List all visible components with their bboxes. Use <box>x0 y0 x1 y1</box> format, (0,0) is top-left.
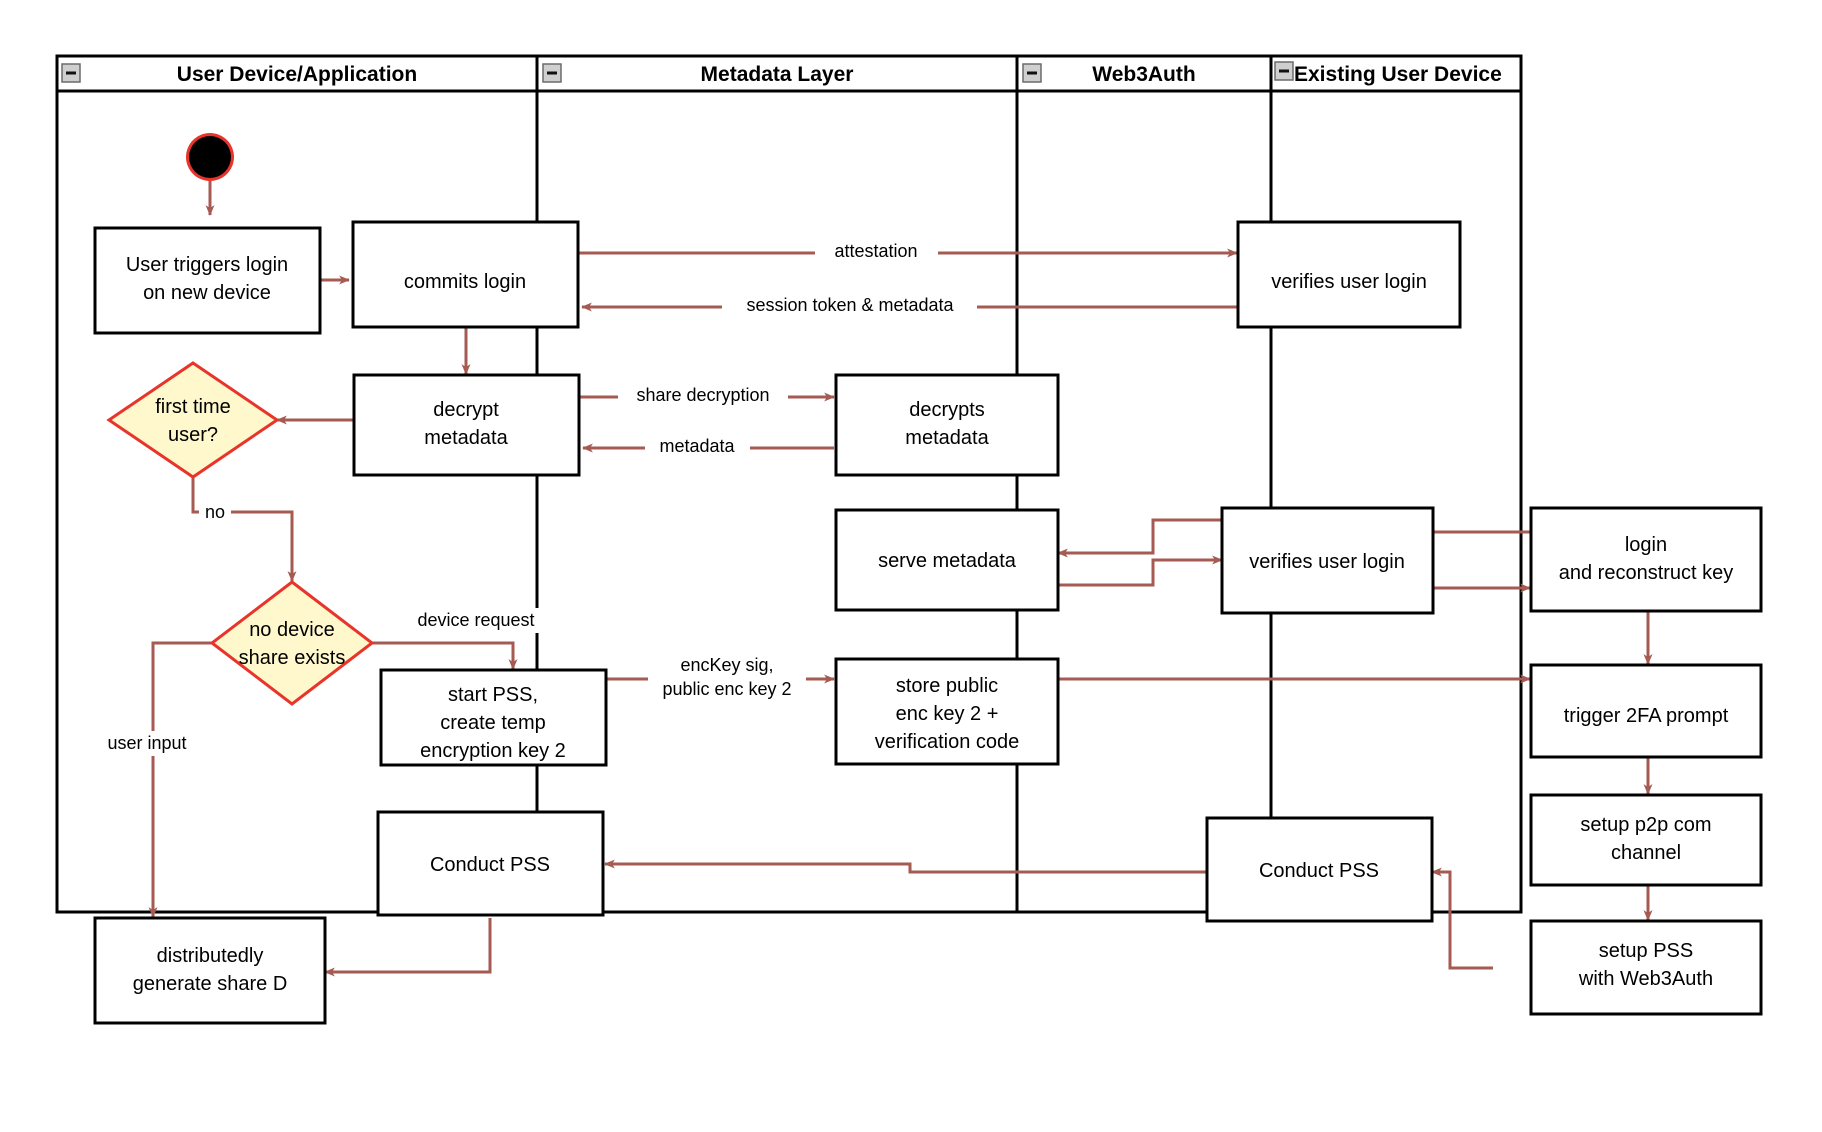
node-decrypt-metadata-line1: decrypt <box>433 399 499 421</box>
node-setup-pss-with-web3auth-line2: with Web3Auth <box>1578 968 1713 990</box>
node-decrypt-metadata[interactable]: decrypt metadata <box>352 373 581 477</box>
lane-title-existing-device: Existing User Device <box>1294 63 1502 86</box>
minus-collapse-icon[interactable] <box>1274 61 1294 81</box>
edge-first-time-no-to-no-device-share <box>191 470 297 582</box>
node-store-public-enc-key-line2: enc key 2 + <box>896 703 999 725</box>
lane-title-user-device: User Device/Application <box>177 63 417 86</box>
node-start-pss-line1: start PSS, <box>448 684 538 706</box>
minus-collapse-icon[interactable] <box>542 63 562 83</box>
edge-labels: attestation session token & metadata sha… <box>88 239 977 756</box>
node-first-time-user-line2: user? <box>168 424 218 446</box>
node-verifies-user-login-2[interactable]: verifies user login <box>1220 506 1435 615</box>
node-conduct-pss-web3auth-label: Conduct PSS <box>1259 860 1379 882</box>
edge-serve-metadata-to-verifies-2 <box>1058 555 1223 587</box>
edge-label-share-decryption: share decryption <box>618 383 788 408</box>
node-start-pss[interactable]: start PSS, create temp encryption key 2 <box>379 668 608 767</box>
edges <box>148 157 1653 977</box>
node-login-reconstruct-key[interactable]: login and reconstruct key <box>1529 506 1763 613</box>
node-verifies-user-login-1-label: verifies user login <box>1271 271 1427 293</box>
edge-label-enckey-sig-line2: public enc key 2 <box>662 679 791 699</box>
minus-collapse-icon[interactable] <box>1022 63 1042 83</box>
lane-header-user-device[interactable]: User Device/Application <box>61 63 417 86</box>
node-generate-share-d[interactable]: distributedly generate share D <box>93 916 327 1025</box>
node-user-triggers-login-line2: on new device <box>143 282 271 304</box>
edge-label-attestation-text: attestation <box>834 241 917 261</box>
edge-conduct-pss-web3auth-to-conduct-pss-user <box>604 859 1206 874</box>
node-conduct-pss-web3auth[interactable]: Conduct PSS <box>1205 816 1434 923</box>
node-store-public-enc-key-line1: store public <box>896 675 998 697</box>
edge-label-session-token-text: session token & metadata <box>746 295 954 315</box>
node-start[interactable] <box>186 133 234 181</box>
node-generate-share-d-line1: distributedly <box>157 945 264 967</box>
edge-no-device-share-to-start-pss <box>372 641 518 670</box>
node-trigger-2fa-prompt[interactable]: trigger 2FA prompt <box>1529 663 1763 759</box>
edge-label-session-token: session token & metadata <box>722 293 977 318</box>
edge-label-metadata: metadata <box>645 434 750 459</box>
node-conduct-pss-user-device[interactable]: Conduct PSS <box>376 810 605 917</box>
edge-conduct-pss-user-to-generate-share-d <box>324 918 492 977</box>
lane-header-existing-device[interactable]: Existing User Device <box>1274 61 1502 86</box>
edge-label-no-text: no <box>205 502 225 522</box>
edge-verifies-2-to-serve-metadata <box>1057 518 1222 558</box>
node-serve-metadata[interactable]: serve metadata <box>834 508 1060 612</box>
node-commits-login-label: commits login <box>404 271 526 293</box>
node-decrypts-metadata-line2: metadata <box>905 427 989 449</box>
node-setup-pss-with-web3auth-line1: setup PSS <box>1599 940 1694 962</box>
edge-label-no: no <box>199 500 231 525</box>
edge-label-enckey-sig: encKey sig, public enc key 2 <box>648 652 806 704</box>
edge-label-user-input-text: user input <box>107 733 186 753</box>
lane-header-metadata[interactable]: Metadata Layer <box>542 63 854 86</box>
node-setup-p2p-channel[interactable]: setup p2p com channel <box>1529 793 1763 887</box>
node-verifies-user-login-1[interactable]: verifies user login <box>1236 220 1462 329</box>
node-verifies-user-login-2-label: verifies user login <box>1249 551 1405 573</box>
node-generate-share-d-line2: generate share D <box>133 973 288 995</box>
node-start-pss-line3: encryption key 2 <box>420 740 566 762</box>
node-store-public-enc-key-line3: verification code <box>875 731 1020 753</box>
edge-label-enckey-sig-line1: encKey sig, <box>680 655 773 675</box>
node-no-device-share-exists[interactable]: no device share exists <box>209 580 375 706</box>
node-commits-login[interactable]: commits login <box>351 220 580 329</box>
minus-collapse-icon[interactable] <box>61 63 81 83</box>
edge-label-user-input: user input <box>88 731 206 756</box>
swimlane-frame <box>55 54 1523 914</box>
node-user-triggers-login-line1: User triggers login <box>126 254 288 276</box>
node-trigger-2fa-prompt-label: trigger 2FA prompt <box>1564 705 1729 727</box>
node-setup-pss-with-web3auth[interactable]: setup PSS with Web3Auth <box>1529 919 1763 1016</box>
node-start-pss-line2: create temp <box>440 712 546 734</box>
edge-label-device-request: device request <box>396 608 556 633</box>
edge-no-device-share-to-generate-share-d <box>148 641 212 918</box>
node-serve-metadata-label: serve metadata <box>878 550 1017 572</box>
node-user-triggers-login[interactable]: User triggers login on new device <box>93 226 322 335</box>
node-setup-p2p-channel-line2: channel <box>1611 842 1681 864</box>
node-first-time-user[interactable]: first time user? <box>106 361 280 479</box>
node-setup-p2p-channel-line1: setup p2p com <box>1580 814 1711 836</box>
node-no-device-share-line1: no device <box>249 619 335 641</box>
node-decrypt-metadata-line2: metadata <box>424 427 508 449</box>
edge-label-share-decryption-text: share decryption <box>636 385 769 405</box>
edge-label-attestation: attestation <box>815 239 938 264</box>
edge-label-device-request-text: device request <box>417 610 534 630</box>
lane-header-web3auth[interactable]: Web3Auth <box>1022 63 1196 86</box>
edge-label-metadata-text: metadata <box>659 436 735 456</box>
node-no-device-share-line2: share exists <box>239 647 346 669</box>
node-decrypts-metadata[interactable]: decrypts metadata <box>834 373 1060 477</box>
node-conduct-pss-user-device-label: Conduct PSS <box>430 854 550 876</box>
node-login-reconstruct-key-line1: login <box>1625 534 1667 556</box>
node-first-time-user-line1: first time <box>155 396 231 418</box>
lane-title-metadata: Metadata Layer <box>701 63 854 86</box>
lane-title-web3auth: Web3Auth <box>1092 63 1195 86</box>
node-login-reconstruct-key-line2: and reconstruct key <box>1559 562 1734 584</box>
node-decrypts-metadata-line1: decrypts <box>909 399 985 421</box>
node-store-public-enc-key[interactable]: store public enc key 2 + verification co… <box>834 657 1060 766</box>
edge-setup-pss-to-conduct-pss-web3auth <box>1431 867 1493 970</box>
